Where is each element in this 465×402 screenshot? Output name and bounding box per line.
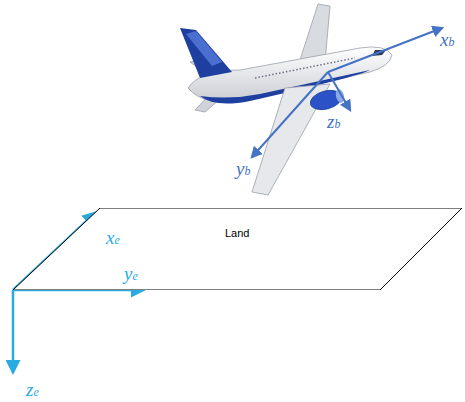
axis-label: yb (236, 159, 250, 178)
region-label: Land (225, 227, 249, 239)
axis-label: ze (26, 380, 39, 399)
body-axes (252, 28, 442, 157)
axis-label: zb (327, 112, 340, 131)
axis-label: xe (106, 228, 120, 247)
parallelogram-outline (13, 208, 463, 290)
axis-label: xb (440, 30, 454, 49)
axis-label: ye (124, 264, 138, 283)
land-plane: Land (13, 208, 463, 290)
airplane (180, 4, 392, 195)
